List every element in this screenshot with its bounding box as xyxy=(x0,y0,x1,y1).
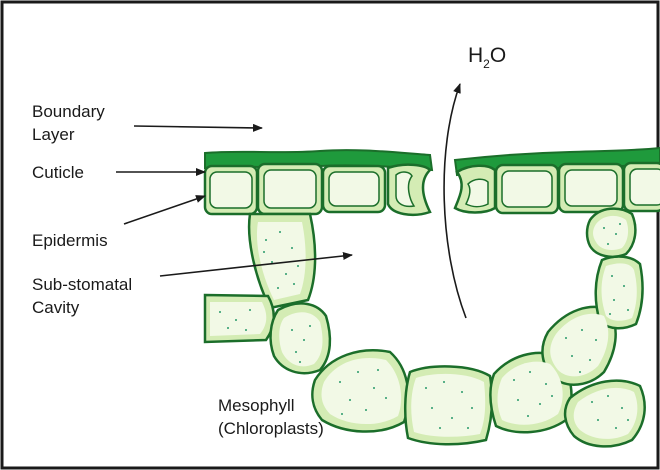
label-sub-stomatal-line2: Cavity xyxy=(32,298,80,317)
label-sub-stomatal-line1: Sub-stomatal xyxy=(32,275,132,294)
label-mesophyll-line1: Mesophyll xyxy=(218,396,295,415)
label-boundary-layer-line2: Layer xyxy=(32,125,75,144)
label-boundary-layer-line1: Boundary xyxy=(32,102,105,121)
label-mesophyll-line2: (Chloroplasts) xyxy=(218,419,324,438)
label-cuticle: Cuticle xyxy=(32,163,84,182)
label-epidermis: Epidermis xyxy=(32,231,108,250)
